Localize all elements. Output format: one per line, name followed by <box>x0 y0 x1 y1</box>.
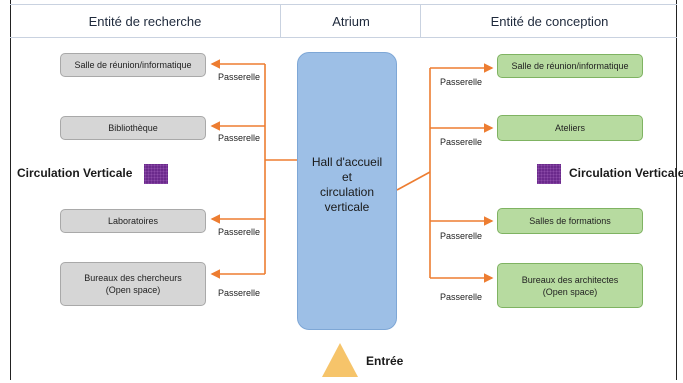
atrium-label-line: circulation <box>319 185 375 199</box>
passerelle-label: Passerelle <box>440 292 483 302</box>
box-label: Salle de réunion/informatique <box>511 61 629 71</box>
vertical-circulation-label-right: Circulation Verticale <box>569 166 683 180</box>
box-label: (Open space) <box>542 286 598 297</box>
design-training-rooms-box: Salles de formations <box>497 208 643 234</box>
box-label: Bibliothèque <box>108 123 158 133</box>
vertical-circulation-marker-left <box>144 164 168 184</box>
vertical-circulation-marker-right <box>537 164 561 184</box>
passerelle-label: Passerelle <box>218 288 261 298</box>
vertical-circulation-label-left: Circulation Verticale <box>17 166 133 180</box>
diagram-frame <box>10 0 677 380</box>
research-laboratories-box: Laboratoires <box>60 209 206 233</box>
box-label: (Open space) <box>105 285 161 295</box>
design-workshops-box: Ateliers <box>497 115 643 141</box>
box-label: Ateliers <box>554 123 585 133</box>
box-label: Laboratoires <box>107 216 159 226</box>
atrium-label: Hall d'accueil et circulation verticale <box>297 155 397 215</box>
box-label: Salles de formations <box>529 216 611 226</box>
design-offices-box: Bureaux des architectes (Open space) <box>497 263 643 308</box>
research-library-box: Bibliothèque <box>60 116 206 140</box>
design-meeting-room-box: Salle de réunion/informatique <box>497 54 643 78</box>
header-row: Entité de recherche Atrium Entité de con… <box>10 4 677 38</box>
header-design: Entité de conception <box>420 5 678 37</box>
box-label: Salle de réunion/informatique <box>74 60 192 70</box>
atrium-label-line: verticale <box>324 200 370 214</box>
box-label: Bureaux des architectes <box>521 274 619 285</box>
passerelle-label: Passerelle <box>218 133 261 143</box>
atrium-label-line: Hall d'accueil <box>311 155 383 169</box>
atrium-label-line: et <box>341 170 352 184</box>
research-offices-box: Bureaux des chercheurs (Open space) <box>60 262 206 306</box>
box-label: Bureaux des chercheurs <box>84 273 182 283</box>
research-meeting-room-box: Salle de réunion/informatique <box>60 53 206 77</box>
passerelle-label: Passerelle <box>440 231 483 241</box>
entrance-label: Entrée <box>366 354 404 368</box>
header-research: Entité de recherche <box>88 13 202 29</box>
passerelle-label: Passerelle <box>218 72 261 82</box>
passerelle-label: Passerelle <box>440 137 483 147</box>
entrance-triangle-icon <box>322 343 358 377</box>
atrium-block <box>297 52 397 330</box>
header-atrium: Atrium <box>280 5 421 37</box>
passerelle-label: Passerelle <box>440 77 483 87</box>
passerelle-label: Passerelle <box>218 227 261 237</box>
atrium-to-right-connector <box>396 171 431 191</box>
